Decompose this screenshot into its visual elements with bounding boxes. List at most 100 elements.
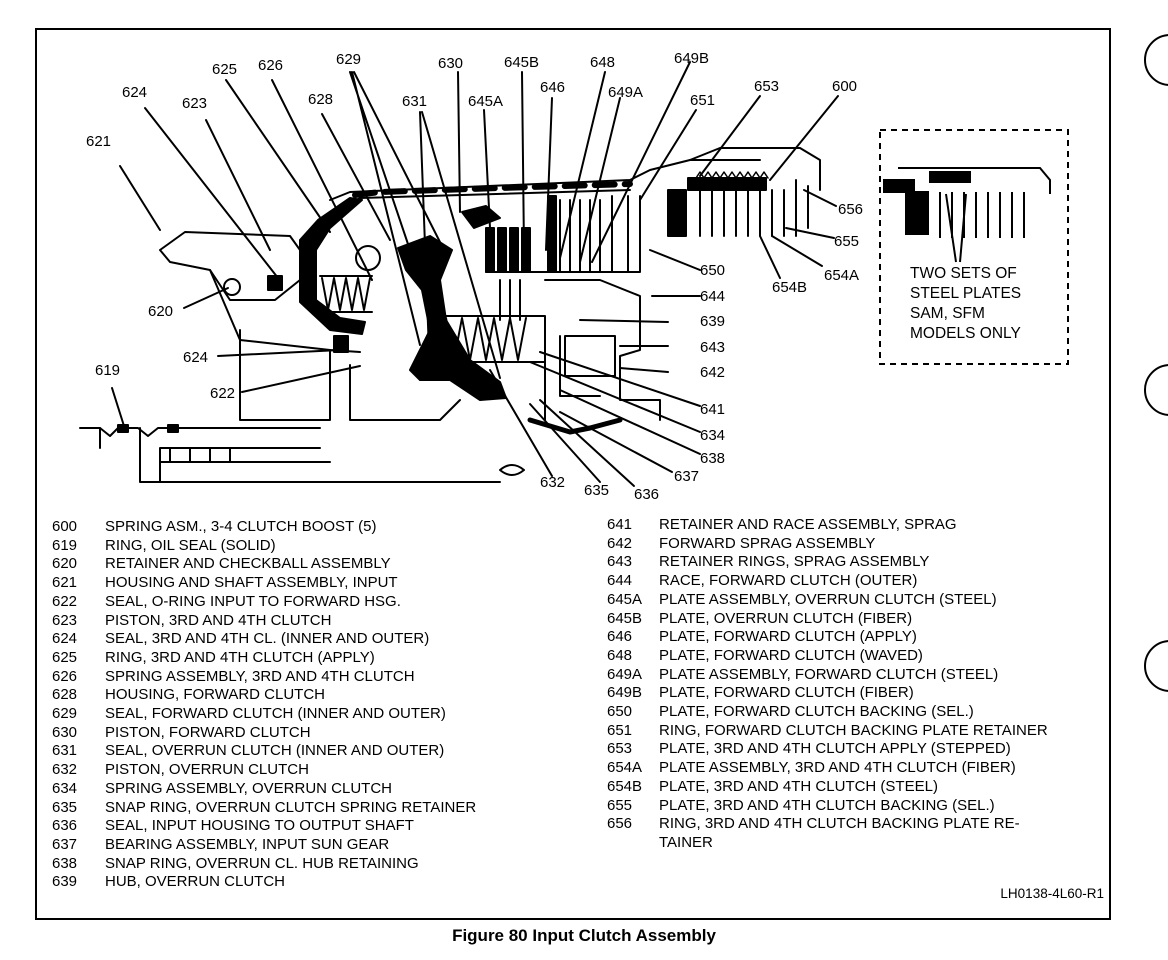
legend-description: PLATE, 3RD AND 4TH CLUTCH BACKING (SEL.) — [659, 796, 995, 814]
legend-description: PLATE, FORWARD CLUTCH (WAVED) — [659, 646, 923, 664]
steel-plates-inset: TWO SETS OF STEEL PLATES SAM, SFM MODELS… — [879, 129, 1069, 365]
legend-description: RING, 3RD AND 4TH CLUTCH BACKING PLATE R… — [659, 815, 1020, 851]
legend-item-638: 638 SNAP RING, OVERRUN CL. HUB RETAINING — [52, 855, 476, 874]
callout-629: 629 — [336, 51, 361, 68]
legend-number: 638 — [52, 854, 78, 872]
legend-number: 636 — [52, 817, 78, 835]
legend-description: SEAL, FORWARD CLUTCH (INNER AND OUTER) — [105, 705, 446, 723]
legend-number: 641 — [607, 516, 633, 533]
legend-description: PLATE, FORWARD CLUTCH (APPLY) — [659, 628, 917, 646]
input-clutch-cross-section: TWO SETS OF STEEL PLATES SAM, SFM MODELS… — [79, 50, 1069, 503]
legend-item-628: 628 HOUSING, FORWARD CLUTCH — [52, 686, 476, 705]
legend-number: 649A — [607, 665, 643, 683]
legend-description: PISTON, OVERRUN CLUTCH — [105, 761, 309, 779]
legend-item-619: 619 RING, OIL SEAL (SOLID) — [52, 537, 476, 556]
callout-656: 656 — [838, 201, 863, 218]
callout-646: 646 — [540, 79, 565, 96]
legend-description: SEAL, OVERRUN CLUTCH (INNER AND OUTER) — [105, 742, 445, 760]
callout-651: 651 — [690, 92, 715, 109]
figure-code: LH0138-4L60-R1 — [1000, 886, 1104, 901]
callout-625: 625 — [212, 61, 237, 78]
legend-description: HOUSING AND SHAFT ASSEMBLY, INPUT — [105, 574, 398, 592]
legend-number: 600 — [52, 518, 78, 535]
callout-654A: 654A — [824, 267, 859, 284]
callout-648: 648 — [590, 54, 615, 71]
callout-621: 621 — [86, 133, 111, 150]
legend-item-651: 651 RING, FORWARD CLUTCH BACKING PLATE RE… — [607, 722, 1048, 741]
legend-description: PLATE, FORWARD CLUTCH (FIBER) — [659, 684, 914, 702]
binder-hole-bottom — [1144, 640, 1168, 692]
legend-item-600: 600 SPRING ASM., 3-4 CLUTCH BOOST (5) — [52, 518, 476, 537]
legend-description: PLATE, 3RD AND 4TH CLUTCH (STEEL) — [659, 777, 938, 795]
legend-description: PLATE ASSEMBLY, 3RD AND 4TH CLUTCH (FIBE… — [659, 759, 1016, 777]
legend-description: HOUSING, FORWARD CLUTCH — [105, 686, 326, 704]
legend-number: 621 — [52, 574, 78, 592]
legend-item-636: 636 SEAL, INPUT HOUSING TO OUTPUT SHAFT — [52, 817, 476, 836]
callout-628: 628 — [308, 91, 333, 108]
legend-description: SEAL, INPUT HOUSING TO OUTPUT SHAFT — [105, 817, 414, 835]
legend-number: 644 — [607, 572, 633, 590]
callout-653: 653 — [754, 78, 779, 95]
callout-624-bottom: 624 — [183, 349, 208, 366]
callout-632: 632 — [540, 474, 565, 491]
callout-630: 630 — [438, 55, 463, 72]
callout-649B: 649B — [674, 50, 709, 67]
legend-number: 626 — [52, 667, 78, 685]
callout-631: 631 — [402, 93, 427, 110]
legend-number: 620 — [52, 555, 78, 573]
legend-number: 645B — [607, 609, 643, 627]
legend-number: 645A — [607, 590, 643, 608]
legend-number: 653 — [607, 740, 633, 758]
legend-description: PISTON, 3RD AND 4TH CLUTCH — [105, 611, 332, 629]
callout-labels: 621 624 623 625 626 628 629 630 631 645A… — [86, 50, 863, 503]
legend-number: 637 — [52, 835, 78, 853]
legend-description: PLATE, OVERRUN CLUTCH (FIBER) — [659, 609, 913, 627]
callout-600: 600 — [832, 78, 857, 95]
callout-620: 620 — [148, 303, 173, 320]
legend-description: SNAP RING, OVERRUN CL. HUB RETAINING — [105, 854, 419, 872]
legend-description: FORWARD SPRAG ASSEMBLY — [659, 534, 876, 552]
legend-number: 629 — [52, 705, 78, 723]
callout-642: 642 — [700, 364, 725, 381]
clutch-drawing — [79, 61, 839, 487]
legend-description: RING, OIL SEAL (SOLID) — [105, 536, 276, 554]
legend-item-621: 621 HOUSING AND SHAFT ASSEMBLY, INPUT — [52, 574, 476, 593]
legend-description: PLATE, 3RD AND 4TH CLUTCH APPLY (STEPPED… — [659, 740, 1011, 758]
legend-number: 656 — [607, 815, 633, 833]
legend-item-642: 642 FORWARD SPRAG ASSEMBLY — [607, 535, 1048, 554]
callout-638: 638 — [700, 450, 725, 467]
legend-number: 646 — [607, 628, 633, 646]
callout-637: 637 — [674, 468, 699, 485]
legend-number: 625 — [52, 648, 78, 666]
legend-number: 619 — [52, 536, 78, 554]
callout-639: 639 — [700, 313, 725, 330]
legend-description: RACE, FORWARD CLUTCH (OUTER) — [659, 572, 918, 590]
legend-item-653: 653 PLATE, 3RD AND 4TH CLUTCH APPLY (STEP… — [607, 740, 1048, 759]
legend-description: RING, FORWARD CLUTCH BACKING PLATE RETAI… — [659, 721, 1048, 739]
callout-643: 643 — [700, 339, 725, 356]
legend-description: SNAP RING, OVERRUN CLUTCH SPRING RETAINE… — [105, 798, 477, 816]
callout-619: 619 — [95, 362, 120, 379]
legend-number: 642 — [607, 534, 633, 552]
legend-description: SEAL, O-RING INPUT TO FORWARD HSG. — [105, 592, 401, 610]
callout-645A: 645A — [468, 93, 503, 110]
legend-number: 622 — [52, 592, 78, 610]
legend-number: 655 — [607, 796, 633, 814]
callout-634: 634 — [700, 427, 725, 444]
legend-number: 628 — [52, 686, 78, 704]
legend-number: 631 — [52, 742, 78, 760]
callout-650: 650 — [700, 262, 725, 279]
callout-644: 644 — [700, 288, 725, 305]
legend-description: SPRING ASM., 3-4 CLUTCH BOOST (5) — [105, 518, 377, 535]
legend-number: 651 — [607, 721, 633, 739]
legend-item-644: 644 RACE, FORWARD CLUTCH (OUTER) — [607, 572, 1048, 591]
